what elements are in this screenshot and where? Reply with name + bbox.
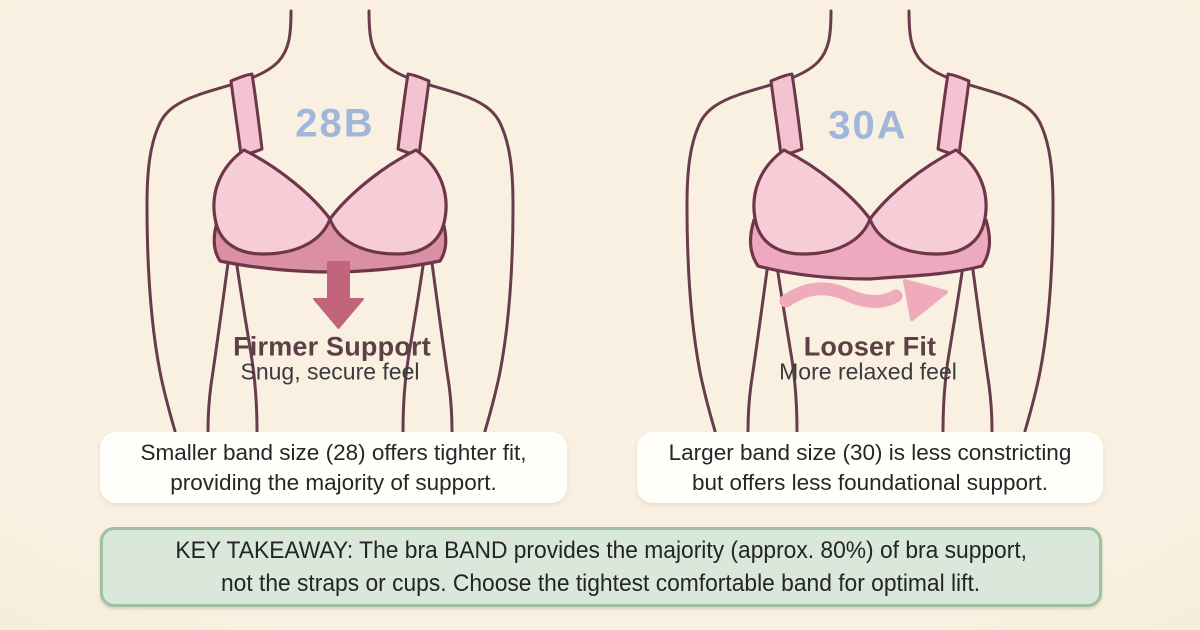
size-label-right: 30A: [828, 103, 908, 148]
effect-subtitle-left: Snug, secure feel: [240, 358, 420, 385]
info-card-left-line2: providing the majority of support.: [170, 469, 497, 495]
info-card-right: Larger band size (30) is less constricti…: [637, 432, 1103, 503]
takeaway-line2: not the straps or cups. Choose the tight…: [221, 570, 981, 597]
torso-left-28b: [145, 9, 515, 432]
info-card-right-line2: but offers less foundational support.: [691, 469, 1049, 495]
info-card-left: Smaller band size (28) offers tighter fi…: [100, 432, 567, 503]
effect-subtitle-right: More relaxed feel: [779, 358, 957, 385]
takeaway-line1: KEY TAKEAWAY: The bra BAND provides the …: [175, 537, 1027, 564]
torso-right-30a: [685, 9, 1055, 432]
torso-illustrations: [145, 9, 1055, 432]
down-arrow-icon: [313, 261, 364, 329]
info-card-left-line1: Smaller band size (28) offers tighter fi…: [140, 439, 527, 465]
bra-band-firm: [214, 218, 446, 272]
wavy-right-arrow-icon: [779, 279, 948, 321]
effect-title-left: Firmer Support: [233, 331, 431, 362]
bra-band-loose: [750, 218, 990, 279]
size-label-left: 28B: [295, 101, 375, 146]
key-takeaway-banner: KEY TAKEAWAY: The bra BAND provides the …: [100, 527, 1102, 607]
effect-title-right: Looser Fit: [803, 331, 937, 362]
info-card-right-line1: Larger band size (30) is less constricti…: [668, 439, 1072, 465]
